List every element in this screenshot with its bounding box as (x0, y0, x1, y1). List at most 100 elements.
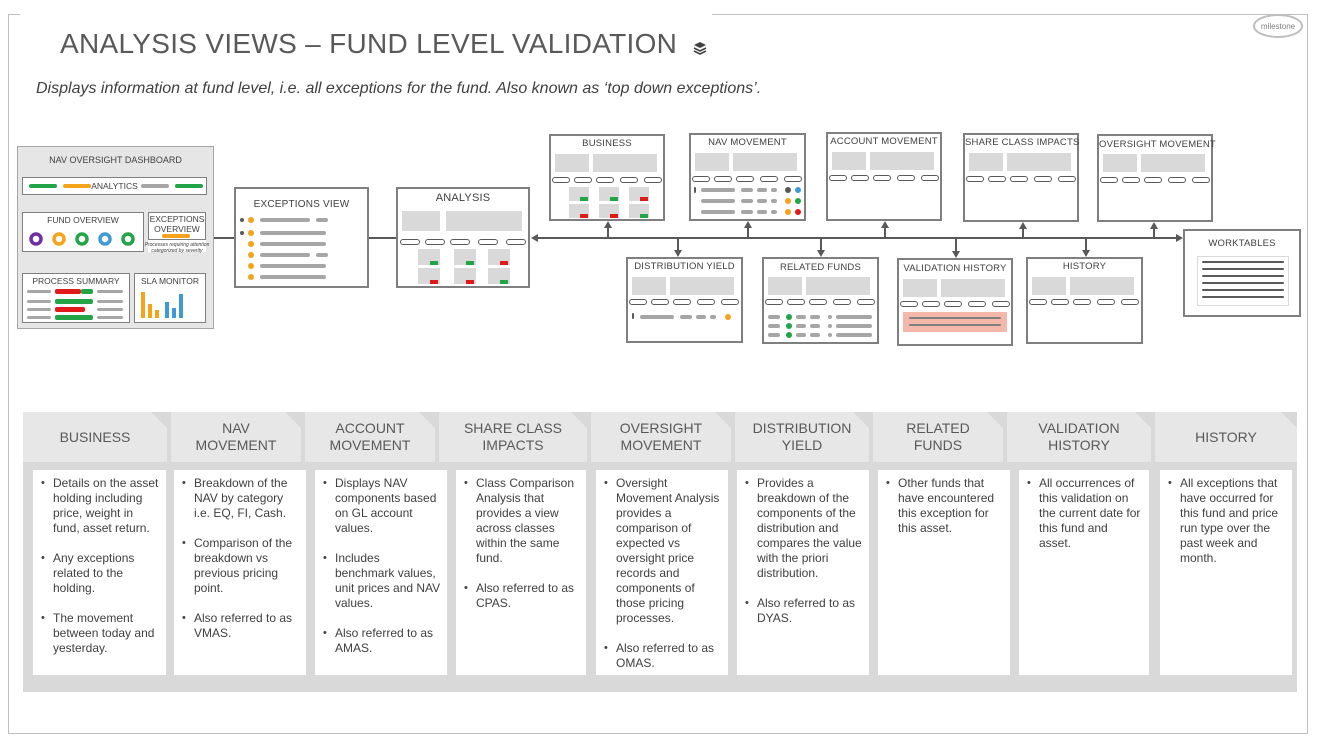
connector (369, 237, 396, 239)
status-dot (248, 241, 254, 247)
pill (1029, 299, 1047, 305)
pill (620, 177, 638, 183)
bullet-item: Includes benchmark values, unit prices a… (323, 551, 441, 611)
status-dot (795, 198, 801, 204)
pill (400, 239, 420, 245)
oversight-movement-box: OVERSIGHT MOVEMENT (1097, 134, 1216, 222)
account-movement-box: ACCOUNT MOVEMENT (826, 132, 942, 221)
row-line (757, 210, 767, 214)
view-card-nav-movement: Breakdown of the NAV by category i.e. EQ… (174, 470, 306, 675)
row-icon (240, 218, 244, 222)
pill (897, 175, 915, 181)
exceptions-overview-label-2: OVERVIEW (154, 224, 200, 234)
row-line (768, 324, 780, 328)
pill (506, 239, 526, 245)
pill (944, 301, 962, 307)
arrow-up (744, 221, 752, 228)
row-line (1202, 275, 1284, 277)
connector (884, 228, 886, 238)
bullet-item: Any exceptions related to the holding. (41, 551, 160, 596)
exceptions-view-title: EXCEPTIONS VIEW (253, 199, 350, 210)
sla-bar (165, 302, 169, 318)
row-line (1202, 296, 1284, 298)
pill (1100, 177, 1118, 183)
related-funds-box: RELATED FUNDS (762, 257, 879, 344)
analytics-bar (63, 184, 91, 188)
connector (214, 237, 234, 239)
marker (640, 197, 648, 201)
marker (430, 280, 438, 284)
pill (787, 299, 805, 305)
marker (580, 214, 588, 218)
view-card-distribution-yield: Provides a breakdown of the components o… (737, 470, 869, 675)
pill (760, 176, 778, 182)
status-dot (786, 314, 792, 320)
placeholder (632, 277, 666, 295)
exceptions-overview-label-1: EXCEPTIONS (149, 214, 205, 224)
status-dot (795, 187, 801, 193)
placeholder (832, 152, 866, 170)
row-line (836, 324, 872, 328)
view-title-line: YIELD (781, 437, 823, 453)
row-line (260, 242, 326, 246)
view-card-oversight-movement: Oversight Movement Analysis provides a c… (596, 470, 728, 675)
status-dot (248, 252, 254, 258)
arrow-left (531, 234, 538, 242)
pill (1073, 299, 1091, 305)
sla-bar (148, 304, 152, 318)
highlighted-row (903, 312, 1007, 332)
placeholder (1141, 154, 1205, 172)
row-line (810, 333, 820, 337)
view-title-line: MOVEMENT (620, 437, 702, 453)
view-card-related-funds: Other funds that have encountered this e… (878, 470, 1010, 675)
view-card-share-class-impacts: Class Comparison Analysis that provides … (456, 470, 586, 675)
bullet-item: Details on the asset holding including p… (41, 476, 160, 536)
pill (900, 301, 918, 307)
ps-line (27, 290, 51, 293)
placeholder (941, 279, 1005, 297)
exceptions-overview-card: EXCEPTIONS OVERVIEW Processes requiring … (145, 212, 209, 254)
share-class-impacts-box: SHARE CLASS IMPACTS (963, 133, 1079, 222)
row-icon (632, 313, 634, 319)
bullet-item: Oversight Movement Analysis provides a c… (604, 476, 722, 626)
row-line (741, 210, 753, 214)
analytics-label: ANALYTICS (91, 181, 138, 191)
placeholder (555, 154, 589, 172)
nav-oversight-dashboard: NAV OVERSIGHT DASHBOARD ANALYTICS FUND O… (17, 146, 214, 329)
pill (765, 299, 783, 305)
view-title-line: RELATED (906, 420, 970, 436)
arrow-up (1019, 222, 1027, 229)
row-line (640, 315, 674, 319)
ps-line (97, 316, 123, 319)
pill (1121, 299, 1139, 305)
pill (966, 176, 984, 182)
pill (692, 176, 710, 182)
row-line (260, 275, 326, 279)
nav-movement-title: NAV MOVEMENT (708, 137, 787, 148)
oversight-movement-title: OVERSIGHT MOVEMENT (1099, 139, 1216, 150)
status-dot (248, 263, 254, 269)
page-subtitle: Displays information at fund level, i.e.… (36, 80, 762, 97)
status-dot (786, 332, 792, 338)
view-card-history: All exceptions that have occurred for th… (1160, 470, 1292, 675)
row-line (810, 324, 820, 328)
status-dot (248, 217, 254, 223)
pill (873, 175, 891, 181)
sla-bar (179, 294, 183, 318)
ps-line (97, 308, 123, 311)
ps-line (27, 316, 51, 319)
placeholder (446, 211, 522, 231)
row-line (316, 253, 328, 257)
pill (1034, 176, 1052, 182)
arrow-down (674, 250, 682, 257)
connector (955, 238, 957, 251)
row-line (260, 218, 310, 222)
pill (1058, 176, 1076, 182)
sla-monitor-card: SLA MONITOR (134, 273, 206, 323)
connector (820, 238, 822, 250)
placeholder (593, 154, 657, 172)
pill (1192, 177, 1210, 183)
pill (574, 177, 592, 183)
